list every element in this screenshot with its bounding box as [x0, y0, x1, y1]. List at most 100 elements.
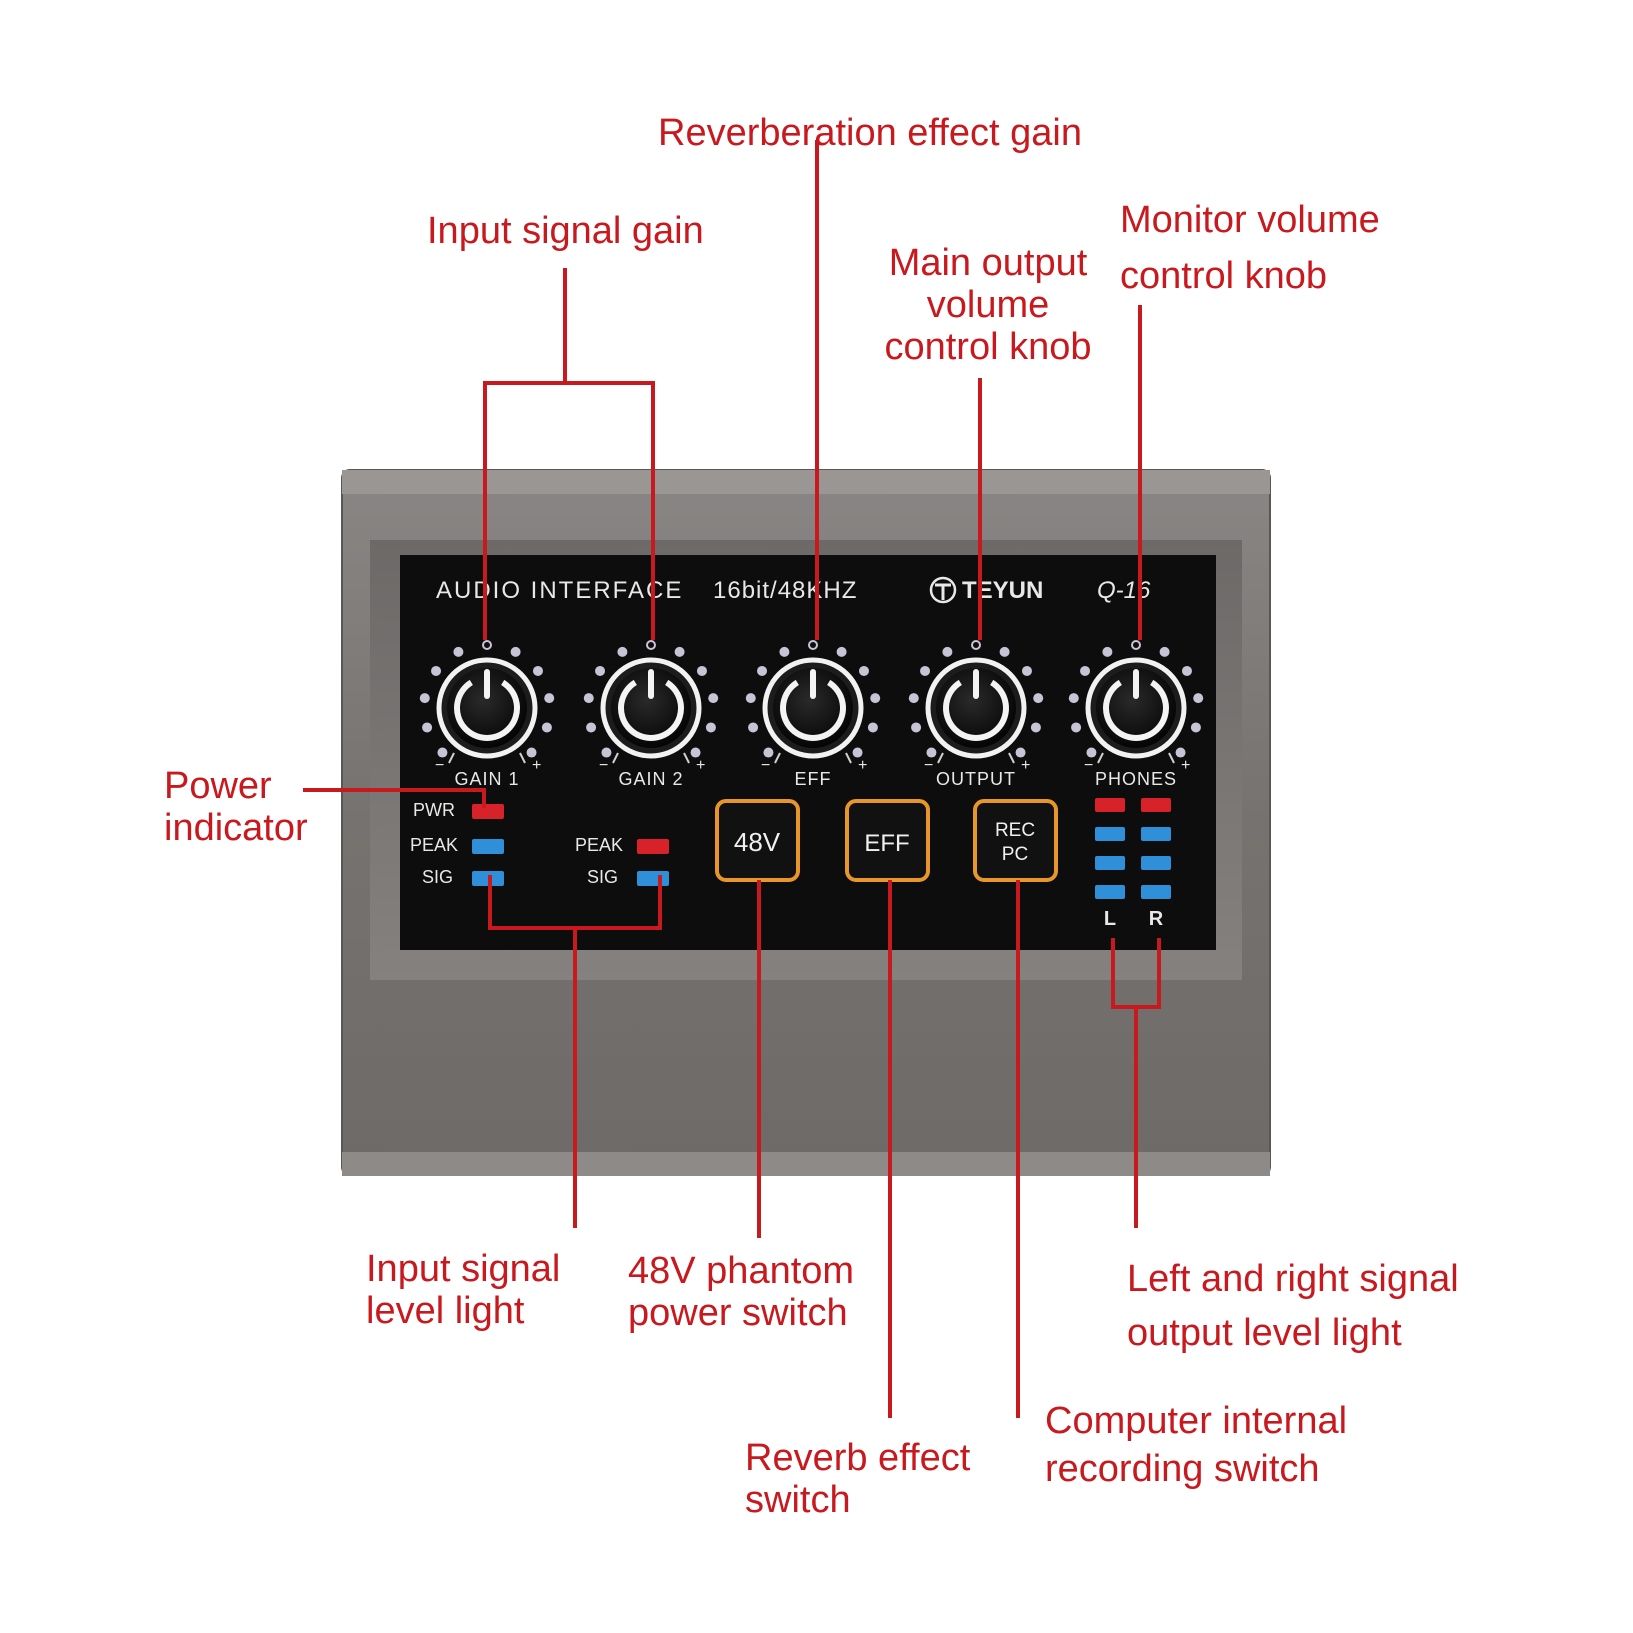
peak-label-2: PEAK [575, 835, 623, 855]
annotation-reverb-switch: Reverb effect switch [745, 1437, 971, 1521]
knob-tick-dot [526, 747, 537, 758]
knob-label: EFF [795, 769, 832, 789]
knob-tick-dot [1190, 722, 1201, 733]
peak-label-1: PEAK [410, 835, 458, 855]
knob-tick-dot [690, 747, 701, 758]
svg-text:PC: PC [1002, 844, 1028, 865]
knob-tick-dot [583, 693, 594, 704]
knob-tick-dot [1080, 665, 1091, 676]
knob-tick-dot [532, 665, 543, 676]
knob-tick-dot [926, 747, 937, 758]
knob-tick-dot [867, 722, 878, 733]
knob-5[interactable]: −+PHONES [1068, 640, 1204, 789]
knob-tick-dot [757, 665, 768, 676]
svg-text:48V: 48V [734, 827, 781, 857]
pwr-led [472, 804, 504, 819]
knob-minus-sign: − [924, 757, 933, 774]
knob-3[interactable]: − + EFF [745, 640, 881, 789]
knob-tick-dot [708, 693, 719, 704]
panel-spec: 16bit/48KHZ [713, 577, 857, 604]
knob-minus-sign: − [1084, 757, 1093, 774]
annotation-rec-switch: Computer internal recording switch [1045, 1400, 1348, 1490]
knob-tick-dot [852, 747, 863, 758]
knob-min-tick [774, 752, 781, 764]
knob-tick-dot [1175, 747, 1186, 758]
knob-tick-dot [541, 722, 552, 733]
knob-tick-dot [544, 693, 555, 704]
knob-indicator-arc [454, 679, 520, 741]
knob-label: GAIN 1 [454, 769, 519, 789]
knob-tick-dot [595, 665, 606, 676]
knob-tick-dot [1102, 646, 1113, 657]
knob-tick-dot [911, 722, 922, 733]
knob-group: −+GAIN 1−+GAIN 2−+EFF−+OUTPUT−+PHONES [419, 640, 1204, 789]
knob-indicator-arc [618, 679, 684, 741]
knob-indicator-arc [780, 679, 846, 741]
knob-min-tick [612, 752, 619, 764]
panel-header: AUDIO INTERFACE [436, 577, 683, 604]
knob-tick-dot [617, 646, 628, 657]
knob-plus-sign: + [858, 757, 867, 774]
knob-min-tick [1097, 752, 1104, 764]
knob-tick-dot [419, 693, 430, 704]
knob-indicator-arc [1103, 679, 1169, 741]
annotation-power: Power indicator [164, 765, 308, 849]
sig-led-2 [637, 871, 669, 886]
phantom-48v-button[interactable]: 48V [715, 799, 800, 882]
annotation-input-level: Input signal level light [366, 1248, 561, 1332]
annotation-monitor: Monitor volume control knob [1120, 199, 1380, 297]
knob-2[interactable]: −+GAIN 2 [583, 640, 719, 789]
knob-min-tick [937, 752, 944, 764]
svg-text:EFF: EFF [864, 830, 909, 857]
knob-tick-dot [763, 747, 774, 758]
knob-tick-dot [431, 665, 442, 676]
knob-tick-dot [696, 665, 707, 676]
knob-4[interactable]: − + OUTPUT [908, 640, 1044, 789]
rec-pc-button[interactable]: REC PC [973, 799, 1058, 882]
knob-plus-sign: + [1021, 757, 1030, 774]
knob-max-tick [1168, 752, 1175, 764]
knob-minus-sign: − [761, 757, 770, 774]
knob-indicator-arc [943, 679, 1009, 741]
knob-plus-sign: + [1181, 757, 1190, 774]
leader-power [303, 788, 486, 808]
knob-label: OUTPUT [936, 769, 1016, 789]
brand-logo-icon [929, 576, 957, 604]
knob-tick-dot [601, 747, 612, 758]
knob-tick-dot [1159, 646, 1170, 657]
knob-tick-dot [942, 646, 953, 657]
annotation-reverb-gain: Reverberation effect gain [658, 112, 1082, 154]
knob-tick-dot [1181, 665, 1192, 676]
knob-tick-dot [1071, 722, 1082, 733]
brand-name: TEYUN [962, 577, 1043, 604]
knob-min-tick [448, 752, 455, 764]
knob-tick-dot [646, 640, 656, 650]
knob-tick-dot [858, 665, 869, 676]
knob-plus-sign: + [532, 757, 541, 774]
meter-right-label: R [1149, 908, 1164, 930]
knob-1[interactable]: −+GAIN 1 [419, 640, 555, 789]
knob-tick-dot [779, 646, 790, 657]
knob-tick-dot [674, 646, 685, 657]
knob-tick-dot [1015, 747, 1026, 758]
leader-input-gain [483, 268, 655, 640]
knob-tick-dot [908, 693, 919, 704]
knob-tick-dot [437, 747, 448, 758]
knob-tick-dot [586, 722, 597, 733]
knob-tick-dot [971, 640, 981, 650]
leader-lr-level [1111, 938, 1161, 1228]
knob-tick-dot [510, 646, 521, 657]
knob-tick-dot [808, 640, 818, 650]
knob-tick-dot [1086, 747, 1097, 758]
model-name: Q-16 [1097, 577, 1151, 604]
eff-button[interactable]: EFF [845, 799, 930, 882]
knob-tick-dot [836, 646, 847, 657]
annotation-phantom: 48V phantom power switch [628, 1250, 855, 1334]
knob-tick-dot [748, 722, 759, 733]
knob-tick-dot [999, 646, 1010, 657]
annotation-lr-level: Left and right signal output level light [1127, 1258, 1459, 1354]
sig-label-1: SIG [422, 867, 453, 887]
annotation-input-gain: Input signal gain [427, 210, 704, 252]
leader-lines [303, 140, 1161, 1418]
